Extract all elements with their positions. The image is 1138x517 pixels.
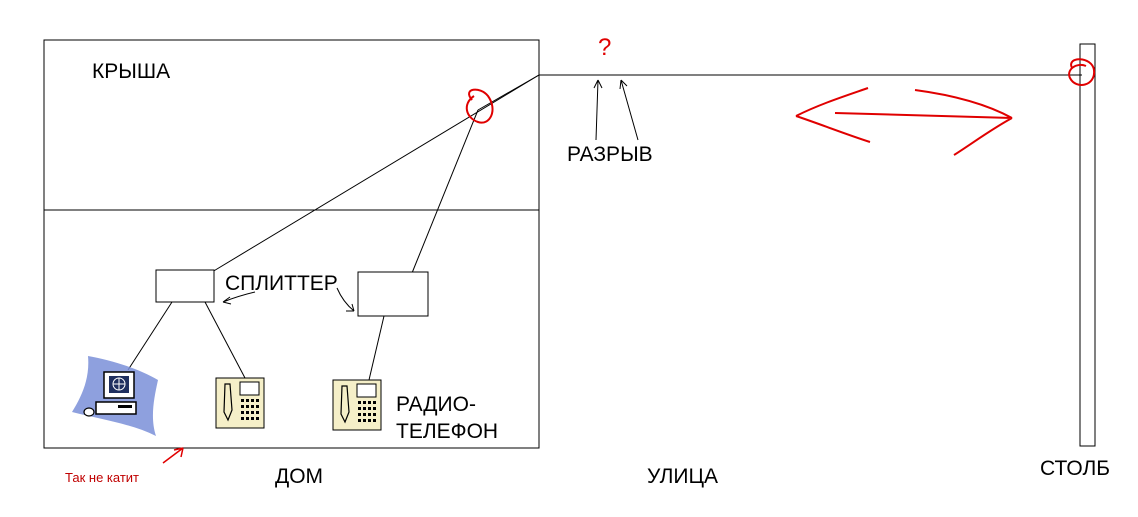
wire-roof-to-junction bbox=[477, 74, 540, 111]
splitter-box-2 bbox=[357, 271, 429, 317]
splitter-label: СПЛИТТЕР bbox=[225, 272, 338, 295]
break-arrow-right bbox=[619, 79, 639, 141]
wire-junction-to-splitter2 bbox=[411, 109, 479, 274]
red-circle-junction bbox=[465, 88, 494, 124]
splitter-arrow-left bbox=[222, 291, 256, 305]
wire-roof-to-splitter1 bbox=[211, 74, 540, 273]
pole bbox=[1079, 43, 1096, 447]
red-circle-pole bbox=[1068, 58, 1096, 86]
wire-splitter2-to-radio-phone bbox=[368, 315, 385, 381]
roof-label: КРЫША bbox=[92, 60, 171, 83]
splitter-box-1 bbox=[155, 269, 215, 303]
red-note-arrow bbox=[162, 447, 184, 464]
splitter-arrow-right bbox=[336, 287, 355, 312]
break-label: РАЗРЫВ bbox=[567, 143, 653, 166]
question-mark: ? bbox=[598, 34, 612, 61]
radio-phone-icon bbox=[332, 379, 382, 431]
radio-phone-label-line1: РАДИО- bbox=[396, 393, 476, 416]
pole-label: СТОЛБ bbox=[1040, 457, 1111, 480]
note-label: Так не катит bbox=[65, 470, 139, 485]
red-double-arrow bbox=[795, 87, 1013, 156]
wire-splitter1-to-phone bbox=[204, 301, 246, 379]
house-box bbox=[43, 39, 540, 449]
desk-phone-icon bbox=[215, 377, 265, 429]
street-label: УЛИЦА bbox=[647, 465, 719, 488]
radio-phone-label-line2: ТЕЛЕФОН bbox=[396, 420, 499, 443]
break-arrow-left bbox=[593, 79, 603, 141]
computer-icon bbox=[72, 356, 158, 436]
house-label: ДОМ bbox=[275, 465, 324, 488]
wire-splitter1-to-computer bbox=[127, 301, 173, 371]
